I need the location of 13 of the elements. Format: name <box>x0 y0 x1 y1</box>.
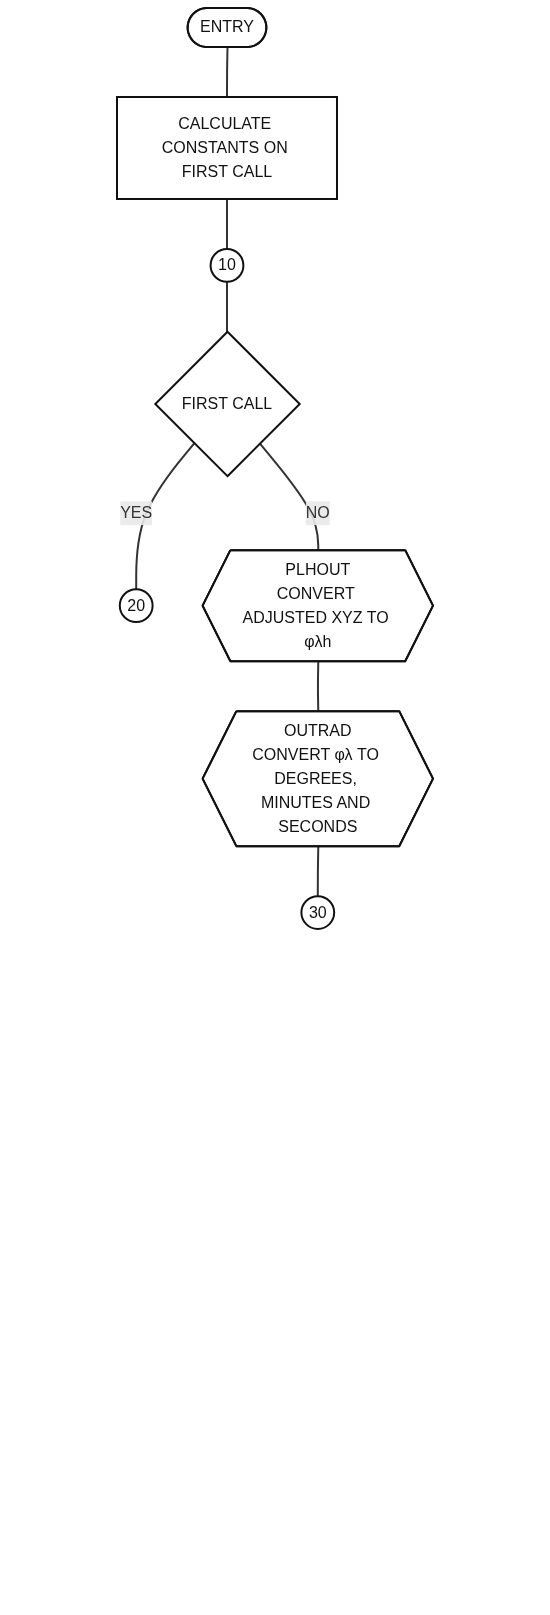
node-diamond: FIRST CALL <box>153 330 302 478</box>
connector <box>316 660 320 713</box>
connector <box>226 280 228 333</box>
node-box: CALCULATE CONSTANTS ON FIRST CALL <box>116 96 338 200</box>
connector <box>258 442 320 552</box>
node-circle: 10 <box>209 248 245 283</box>
node-circle: 20 <box>118 588 154 624</box>
edge-label: NO <box>305 504 330 522</box>
connector <box>316 845 320 898</box>
connector <box>226 198 228 250</box>
edge-label: YES <box>120 504 153 522</box>
node-circle: 30 <box>300 895 336 930</box>
connector <box>226 46 229 98</box>
